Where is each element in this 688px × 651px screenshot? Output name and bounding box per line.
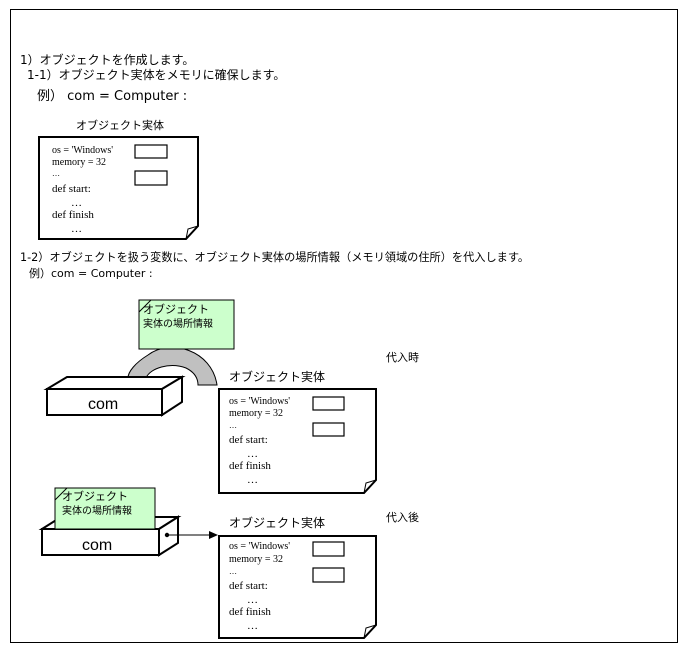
def-start-line: def start:	[52, 183, 91, 195]
os-line: os = 'Windows'	[229, 396, 291, 407]
pointer-arrow	[164, 531, 218, 539]
ellipsis-small: …	[229, 567, 237, 576]
memory-value-slot	[134, 170, 168, 186]
step2-example: 例）com = Computer :	[29, 267, 153, 280]
step1-subheading: 1‐1）オブジェクト実体をメモリに確保します。	[27, 68, 286, 82]
object-box-1	[38, 136, 199, 240]
ellipsis-small: …	[52, 169, 60, 178]
step2-heading: 1‐2）オブジェクトを扱う変数に、オブジェクト実体の場所情報（メモリ領域の住所）…	[20, 251, 530, 264]
location-note-2-line2: 実体の場所情報	[62, 506, 132, 517]
memory-line: memory = 32	[229, 554, 283, 565]
def-finish-line: def finish	[229, 460, 271, 472]
object-entity-label-3: オブジェクト実体	[229, 516, 326, 530]
variable-box-during	[43, 375, 186, 417]
def-finish-line: def finish	[52, 209, 94, 221]
object-entity-label-1: オブジェクト実体	[76, 119, 164, 132]
ellipsis: …	[247, 620, 258, 632]
diagram-frame	[10, 9, 678, 643]
step1-heading: 1）オブジェクトを作成します。	[20, 53, 195, 67]
ellipsis: …	[247, 448, 258, 460]
step1-example: 例） com = Computer :	[37, 89, 188, 104]
ellipsis: …	[247, 474, 258, 486]
location-note-1-line2: 実体の場所情報	[143, 319, 213, 330]
memory-line: memory = 32	[52, 157, 106, 168]
os-value-slot	[312, 541, 345, 557]
os-line: os = 'Windows'	[52, 145, 114, 156]
def-start-line: def start:	[229, 434, 268, 446]
os-line: os = 'Windows'	[229, 541, 291, 552]
after-assign-label: 代入後	[386, 511, 419, 524]
location-note-2-line1: オブジェクト	[62, 490, 128, 503]
object-entity-label-2: オブジェクト実体	[229, 370, 326, 384]
ellipsis: …	[247, 594, 258, 606]
ellipsis: …	[71, 197, 82, 209]
during-assign-label: 代入時	[386, 351, 419, 364]
ellipsis-small: …	[229, 421, 237, 430]
variable-label-after: com	[82, 537, 113, 554]
memory-line: memory = 32	[229, 408, 283, 419]
memory-value-slot	[312, 422, 345, 437]
location-note-1-line1: オブジェクト	[143, 303, 209, 316]
object-box-3	[218, 535, 377, 639]
os-value-slot	[134, 144, 168, 159]
object-box-2	[218, 388, 377, 494]
def-start-line: def start:	[229, 580, 268, 592]
def-finish-line: def finish	[229, 606, 271, 618]
os-value-slot	[312, 396, 345, 411]
memory-value-slot	[312, 567, 345, 583]
ellipsis: …	[71, 223, 82, 235]
location-note-1	[138, 299, 235, 350]
variable-label-during: com	[88, 396, 119, 413]
location-note-2	[54, 487, 156, 530]
